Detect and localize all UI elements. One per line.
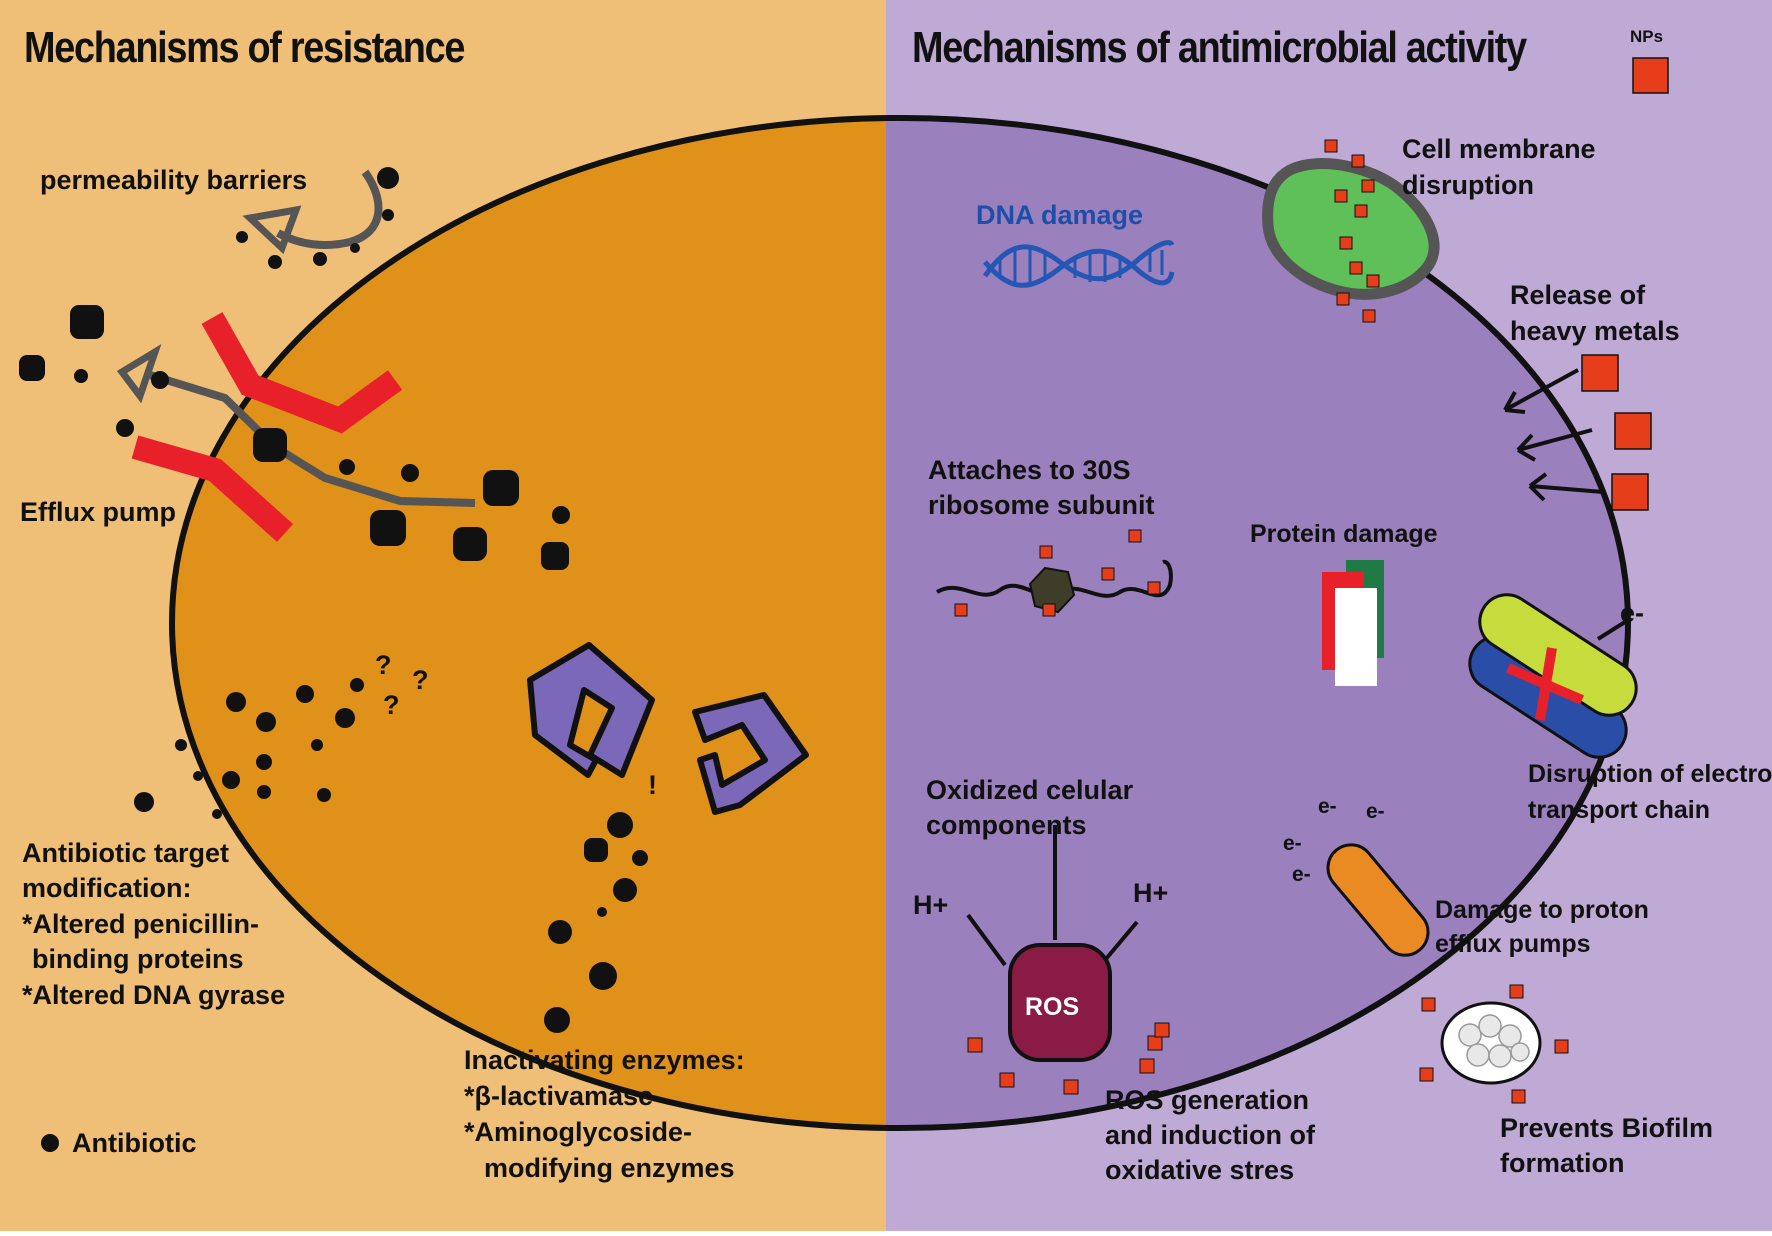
proton-e-label: e- — [1366, 800, 1385, 823]
efflux-channel-icon — [116, 344, 476, 507]
proton-e-label: e- — [1318, 795, 1337, 818]
heavy-metals-line1: Release of — [1510, 280, 1646, 310]
ribosome-label-line2: ribosome subunit — [928, 490, 1155, 520]
dna-damage-label: DNA damage — [976, 200, 1144, 230]
protein-damage-icon — [1322, 560, 1384, 686]
enzymes-line3: *Aminoglycoside- — [464, 1117, 693, 1147]
ribosome-strand-icon — [935, 559, 1173, 614]
electron-label-line1: Disruption of electron — [1528, 760, 1772, 788]
electron-label-line2: transport chain — [1528, 796, 1710, 824]
enzyme-icons — [527, 642, 809, 815]
membrane-label-line1: Cell membrane — [1402, 134, 1596, 164]
enzymes-line4: modifying enzymes — [484, 1153, 735, 1183]
proton-e-label: e- — [1292, 863, 1311, 886]
target-mod-line1: Antibiotic target — [22, 838, 229, 868]
permeability-label: permeability barriers — [40, 165, 308, 195]
nps-membrane — [1324, 139, 1380, 323]
proton-pump-label-line1: Damage to proton — [1435, 896, 1649, 924]
h-plus-left-label: H+ — [913, 890, 949, 920]
target-mod-line3: *Altered penicillin- — [22, 909, 260, 939]
nps-ribosome — [954, 529, 1161, 617]
nps-ros — [967, 1022, 1170, 1095]
heavy-metal-arrows-icon — [1503, 368, 1604, 502]
oxidized-label-line2: components — [926, 810, 1087, 840]
enzymes-line2: *β-lactivamase — [464, 1081, 654, 1111]
biofilm-label-line2: formation — [1500, 1148, 1625, 1178]
heavy-metals-line2: heavy metals — [1510, 316, 1680, 346]
proton-pump-label-line2: efflux pumps — [1435, 930, 1591, 958]
biofilm-icon — [1440, 1001, 1542, 1085]
permeability-barrier-icon — [242, 169, 383, 255]
antibiotic-dots-efflux — [19, 305, 570, 570]
question-mark: ? — [375, 650, 392, 680]
protein-damage-label: Protein damage — [1250, 520, 1438, 548]
target-mod-line2: modification: — [22, 873, 192, 903]
dna-helix-icon — [982, 240, 1175, 288]
ros-generation-line2: and induction of — [1105, 1120, 1315, 1150]
question-mark: ? — [383, 690, 400, 720]
question-mark: ? — [412, 665, 429, 695]
antibiotic-dots-permeability — [236, 167, 399, 269]
proton-pump-icon — [1326, 843, 1430, 957]
efflux-pump-label: Efflux pump — [20, 497, 176, 527]
ros-generation-line3: oxidative stres — [1105, 1155, 1295, 1185]
ros-icon — [966, 825, 1139, 1062]
ribosome-label-line1: Attaches to 30S — [928, 455, 1131, 485]
target-mod-line4: binding proteins — [32, 944, 244, 974]
membrane-label-line2: disruption — [1402, 170, 1534, 200]
proton-e-label: e- — [1283, 832, 1302, 855]
enzymes-line1: Inactivating enzymes: — [464, 1045, 745, 1075]
np-legend-label: NPs — [1630, 27, 1664, 46]
nps-biofilm — [1419, 984, 1569, 1104]
heavy-metal-np-squares — [1581, 354, 1652, 511]
target-mod-line5: *Altered DNA gyrase — [22, 980, 286, 1010]
np-legend-square — [1632, 57, 1669, 94]
ros-generation-line1: ROS generation — [1105, 1085, 1310, 1115]
cell-right-half — [886, 118, 1628, 1128]
antibiotic-dots-target — [134, 678, 364, 819]
exclaim-mark: ! — [648, 770, 657, 800]
biofilm-label-line1: Prevents Biofilm — [1500, 1113, 1714, 1143]
cell-left-half — [172, 118, 886, 1128]
ros-label: ROS — [1025, 993, 1080, 1021]
antibiotic-legend-label: Antibiotic — [72, 1128, 197, 1158]
oxidized-label-line1: Oxidized celular — [926, 775, 1134, 805]
cell-membrane-outline — [169, 115, 1631, 1131]
membrane-disruption-icon — [1262, 158, 1440, 300]
right-panel-title: Mechanisms of antimicrobial activity — [912, 23, 1527, 72]
electron-e-label: e- — [1620, 598, 1645, 628]
electron-transport-icon — [1468, 593, 1638, 759]
efflux-pump-icon — [131, 312, 403, 542]
left-panel-title: Mechanisms of resistance — [24, 23, 465, 72]
antibiotic-dots-enzymes — [41, 812, 648, 1152]
h-plus-right-label: H+ — [1133, 878, 1169, 908]
